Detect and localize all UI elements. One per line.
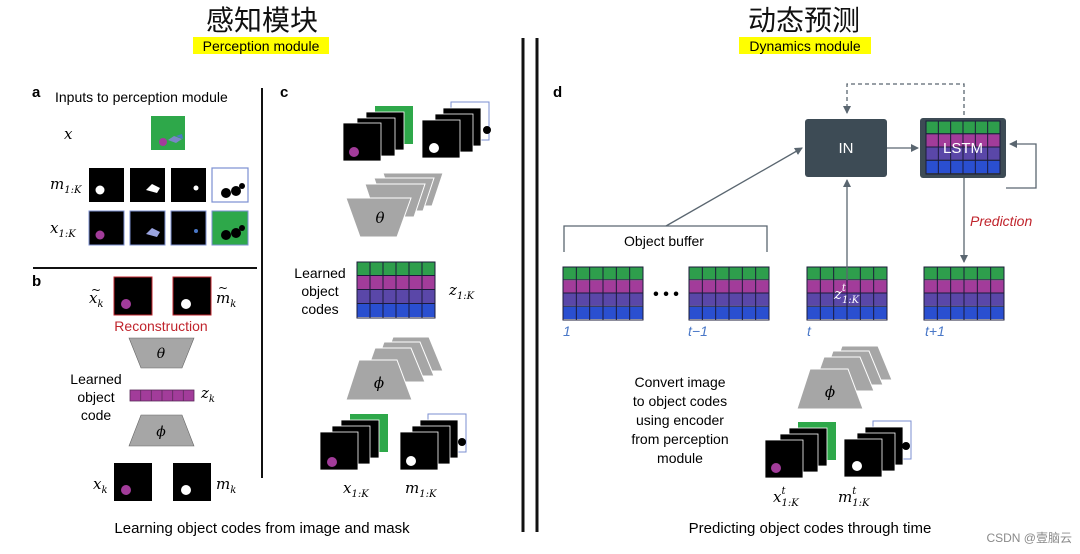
- panel-c-letter: c: [280, 84, 288, 101]
- decoder-theta-c-label: θ: [375, 209, 384, 227]
- lstm-label: LSTM: [943, 140, 983, 157]
- time-label-t-minus-1: t−1: [688, 323, 708, 339]
- code-grid-frame: [925, 120, 1001, 175]
- input-image-x: [151, 116, 185, 150]
- encoder-note-line-2: to object codes: [633, 393, 727, 409]
- panel-a: a Inputs to perception module x m1:K x1:…: [32, 84, 249, 246]
- dynamics-title-highlight: [739, 37, 871, 54]
- learned-code-line-3: code: [81, 407, 112, 423]
- panel-b-letter: b: [32, 273, 41, 290]
- panel-a-x-label: x: [64, 125, 73, 143]
- dynamics-caption: Predicting object codes through time: [689, 520, 932, 537]
- lstm-recurrent-arrow: [1006, 140, 1037, 189]
- input-image-stack-d: [764, 422, 836, 479]
- panel-a-x2-label: x1:K: [50, 219, 76, 240]
- code-grid-time-1: [562, 266, 644, 321]
- interaction-network-box: [805, 119, 887, 177]
- code-grid-frame: [562, 266, 644, 321]
- z-1k-label: z1:K: [448, 281, 475, 302]
- x-tilde-label: xk: [89, 289, 104, 310]
- z-k-label: zk: [200, 384, 215, 405]
- learned-codes-line-3: codes: [301, 301, 338, 317]
- input-mask-stack-d: [843, 420, 912, 478]
- decoder-theta-shape: [128, 337, 195, 369]
- mask-row: [89, 167, 249, 203]
- buffer-to-in-arrow: [665, 147, 803, 227]
- encoder-phi-stack-d: [796, 345, 893, 410]
- panel-b: b xk ~ mk ~ Reconstruction θ Learned obj…: [32, 273, 236, 501]
- code-grid-frame: [923, 266, 1005, 321]
- m-tilde-label: mk: [216, 289, 236, 310]
- prediction-label: Prediction: [970, 213, 1032, 229]
- reconstructed-image: [113, 276, 153, 316]
- dynamics-title-cn: 动态预测: [748, 4, 860, 37]
- x-k-label: xk: [93, 475, 108, 496]
- time-label-t-plus-1: t+1: [925, 323, 945, 339]
- panel-d: d IN Prediction Object buffer • • •: [553, 83, 1037, 509]
- learned-code-line-1: Learned: [70, 371, 121, 387]
- learned-codes-line-1: Learned: [294, 265, 345, 281]
- perception-caption: Learning object codes from image and mas…: [114, 520, 410, 537]
- x-tilde-mark: ~: [91, 283, 101, 297]
- perception-title-cn: 感知模块: [206, 4, 318, 37]
- time-label-1: 1: [563, 323, 571, 339]
- perception-title: 感知模块 Perception module: [193, 4, 329, 54]
- object-code-bar: [129, 389, 195, 402]
- object-buffer-label: Object buffer: [624, 233, 704, 249]
- input-object-mask: [173, 463, 211, 501]
- learned-codes-grid: [356, 261, 436, 319]
- encoder-phi-label: ϕ: [156, 424, 166, 440]
- dynamics-title: 动态预测 Dynamics module: [739, 4, 871, 54]
- code-grid-frame: [688, 266, 770, 321]
- panel-a-title: Inputs to perception module: [55, 89, 228, 105]
- object-buffer-bracket: [563, 225, 768, 252]
- reconstruction-label: Reconstruction: [114, 318, 207, 334]
- input-object-image: [114, 463, 152, 501]
- dynamics-title-en: Dynamics module: [749, 38, 860, 54]
- time-ellipsis: • • •: [653, 286, 679, 303]
- learned-codes-line-2: object: [301, 283, 338, 299]
- code-grid-time-t-plus-1: [923, 266, 1005, 321]
- panel-d-letter: d: [553, 84, 562, 101]
- encoder-phi-stack: [345, 336, 444, 401]
- time-label-t: t: [807, 323, 812, 339]
- object-image-row: [88, 210, 249, 246]
- panel-a-m-label: m1:K: [50, 175, 82, 196]
- x-1k-label: x1:K: [343, 479, 369, 500]
- encoder-note-line-5: module: [657, 450, 703, 466]
- code-grid-frame: [356, 261, 436, 319]
- input-mask-stack: [399, 413, 467, 471]
- encoder-note-line-4: from perception: [631, 431, 728, 447]
- decoder-theta-stack: [345, 172, 444, 238]
- panel-a-letter: a: [32, 84, 41, 101]
- encoder-note-line-1: Convert image: [634, 374, 725, 390]
- encoder-note-line-3: using encoder: [636, 412, 724, 428]
- m-1k-label: m1:K: [405, 479, 437, 500]
- reconstructed-mask-stack: [421, 101, 491, 159]
- feedback-dashed-arrow: [843, 83, 965, 115]
- watermark: CSDN @壹脑云: [986, 531, 1072, 545]
- lstm-code-grid: [925, 120, 1001, 175]
- perception-title-en: Perception module: [203, 38, 320, 54]
- encoder-phi-c-label: ϕ: [374, 374, 384, 392]
- decoder-theta-label: θ: [157, 346, 166, 362]
- encoder-phi-shape: [128, 414, 195, 447]
- input-image-stack: [319, 414, 388, 471]
- m-k-label: mk: [216, 475, 236, 496]
- reconstructed-image-stack: [342, 106, 413, 162]
- perception-title-highlight: [193, 37, 329, 54]
- m-tilde-mark: ~: [218, 281, 228, 295]
- panel-c: c θ Learned object codes: [280, 84, 491, 500]
- encoder-phi-d-label: ϕ: [825, 383, 835, 401]
- interaction-network-label: IN: [839, 140, 854, 157]
- learned-code-line-2: object: [77, 389, 114, 405]
- code-grid-time-t-minus-1: [688, 266, 770, 321]
- reconstructed-mask: [172, 276, 212, 316]
